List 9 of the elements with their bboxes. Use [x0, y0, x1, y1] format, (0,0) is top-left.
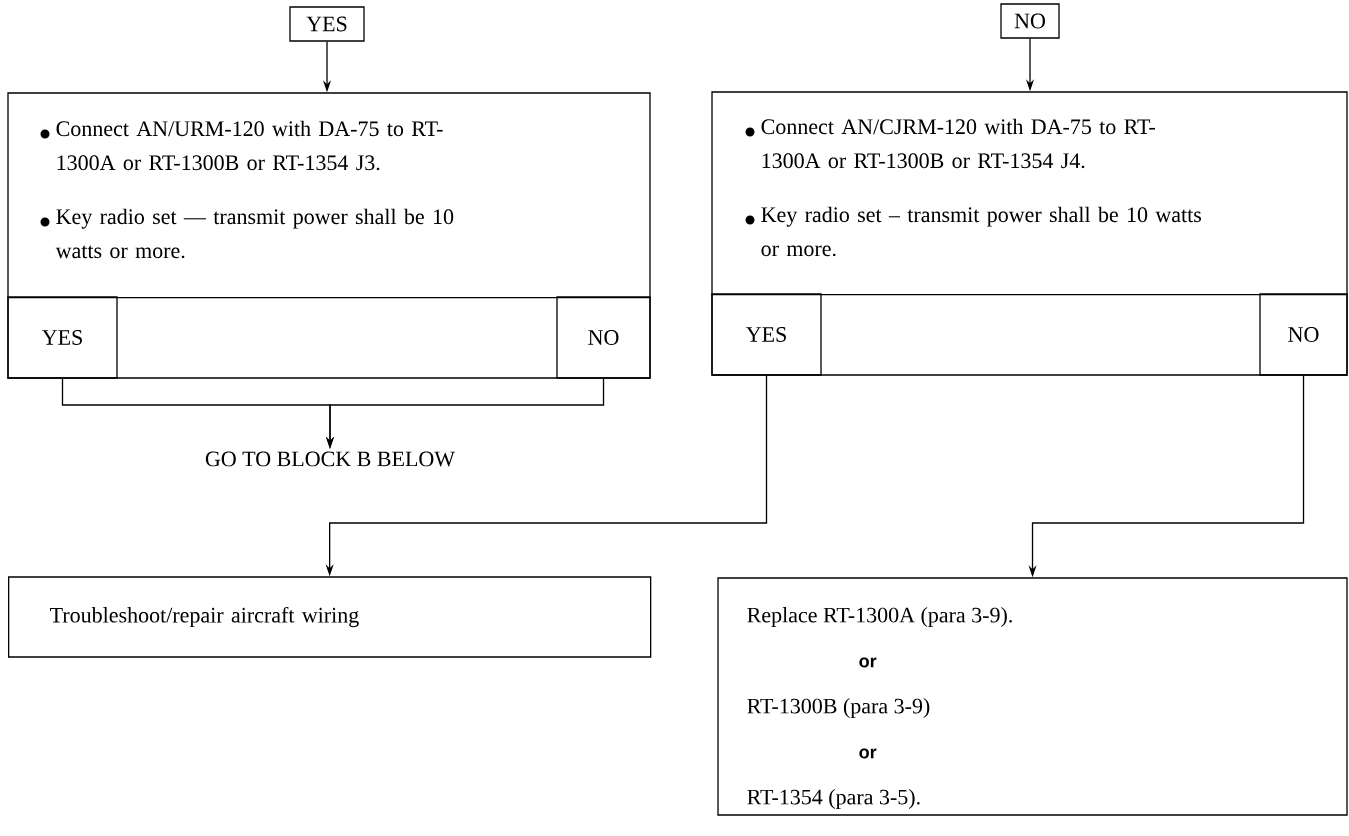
instruction-text: GO TO BLOCK B BELOW — [205, 451, 455, 467]
answer-cell: YES — [7, 296, 118, 379]
answer-tag: NO — [1000, 3, 1060, 39]
answer-cell: NO — [556, 296, 651, 379]
answer-cell: NO — [1259, 293, 1348, 376]
action-box: Troubleshoot/repair aircraft wiring — [8, 576, 652, 658]
answer-tag: YES — [289, 6, 365, 42]
action-box: Replace RT-1300A (para 3-9). or RT-1300B (para 3-9) or RT-1354 (para 3-5). — [717, 577, 1348, 816]
answer-cell: YES — [711, 293, 822, 376]
